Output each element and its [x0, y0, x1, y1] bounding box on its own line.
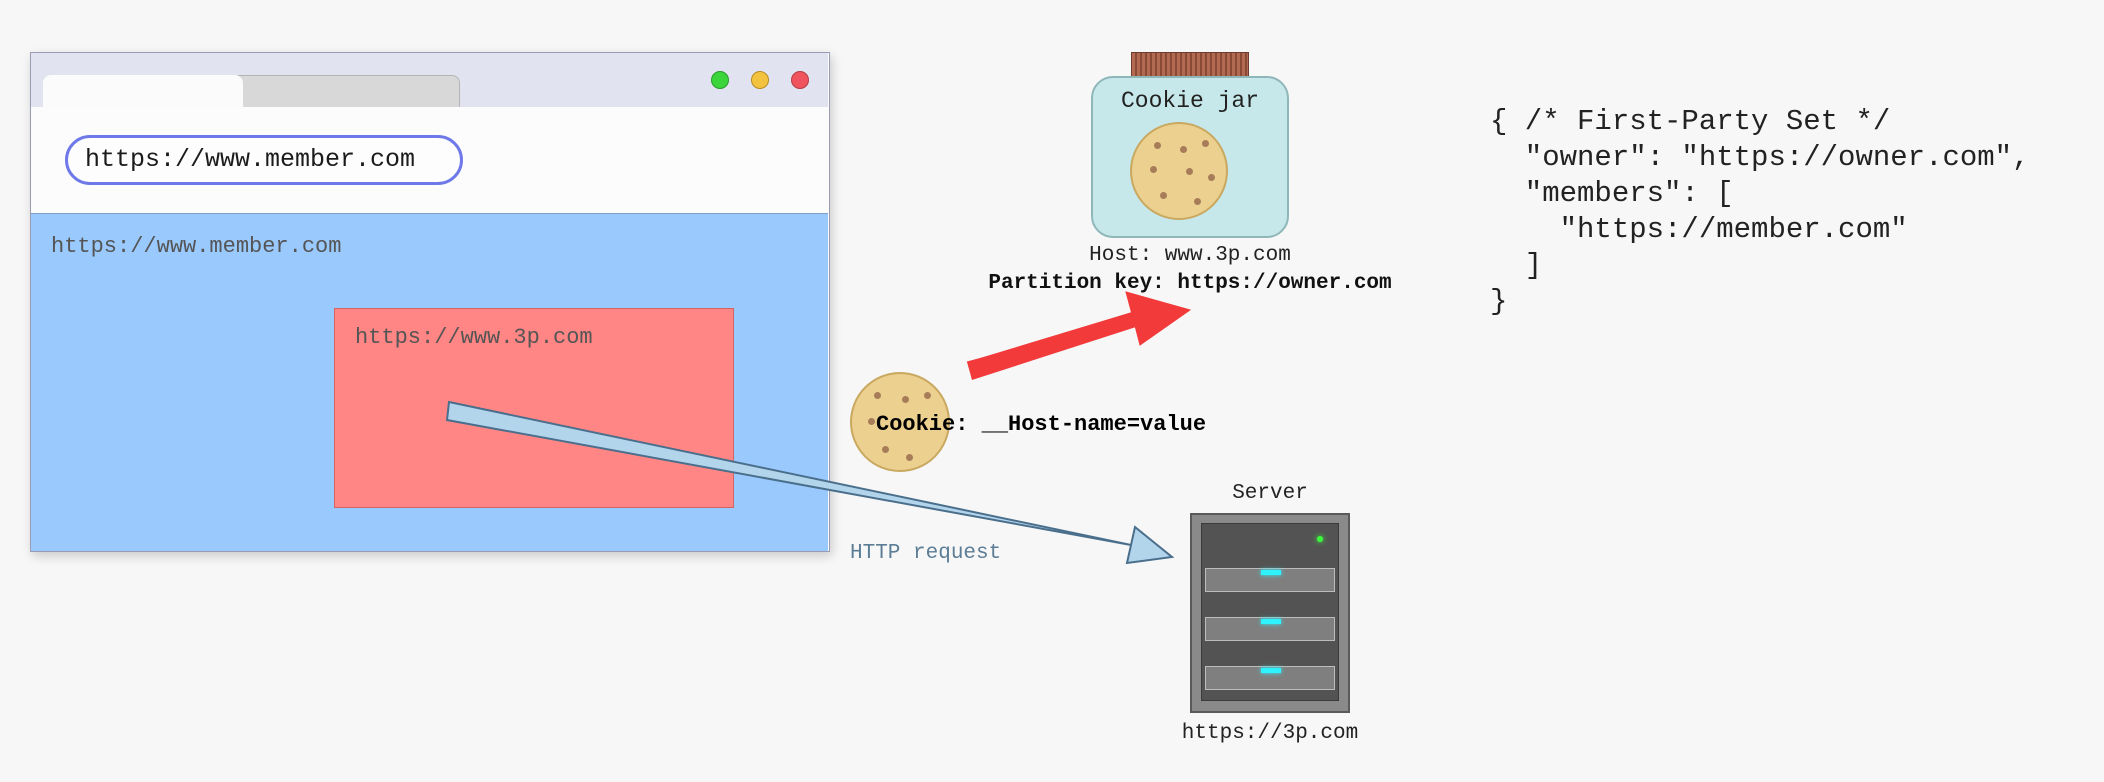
page-origin-label: https://www.member.com — [51, 234, 342, 259]
first-party-set-code: { /* First-Party Set */ "owner": "https:… — [1490, 104, 2030, 320]
server-url-label: https://3p.com — [1181, 722, 1359, 745]
jar-cookie-icon — [1130, 122, 1228, 220]
http-request-label: HTTP request — [850, 542, 1002, 565]
maximize-button[interactable] — [711, 71, 729, 89]
minimize-button[interactable] — [751, 71, 769, 89]
cookie-jar-lid — [1131, 52, 1249, 78]
code-line: "members": [ — [1490, 177, 1734, 210]
code-line: ] — [1490, 249, 1543, 282]
close-button[interactable] — [791, 71, 809, 89]
server-status-led — [1317, 536, 1323, 542]
code-line: } — [1490, 285, 1508, 318]
iframe-origin-label: https://www.3p.com — [355, 325, 593, 350]
partition-key-label: Partition key: https://owner.com — [988, 272, 1392, 295]
store-cookie-arrow-shaft — [967, 312, 1136, 380]
server-drive — [1205, 666, 1335, 690]
server-drive — [1205, 617, 1335, 641]
server-drive — [1205, 568, 1335, 592]
address-bar[interactable]: https://www.member.com — [65, 135, 463, 185]
third-party-iframe: https://www.3p.com — [334, 308, 734, 508]
code-line: "https://member.com" — [1490, 213, 1908, 246]
cookie-host-label: Host: www.3p.com — [1089, 244, 1291, 267]
browser-tab-active[interactable] — [43, 75, 243, 109]
page-content: https://www.member.com https://www.3p.co… — [31, 213, 828, 551]
server-title: Server — [1232, 482, 1308, 505]
server-rack — [1201, 523, 1339, 701]
http-request-arrow — [445, 400, 1175, 565]
browser-window: https://www.member.com https://www.membe… — [30, 52, 830, 552]
request-cookie-icon — [850, 372, 950, 472]
store-cookie-arrow — [966, 291, 1192, 363]
cookie-header-label: Cookie: __Host-name=value — [876, 412, 1207, 437]
server-icon — [1190, 513, 1350, 713]
cookie-jar-title: Cookie jar — [1120, 88, 1260, 114]
code-line: "owner": "https://owner.com", — [1490, 141, 2030, 174]
code-line: { /* First-Party Set */ — [1490, 105, 1891, 138]
